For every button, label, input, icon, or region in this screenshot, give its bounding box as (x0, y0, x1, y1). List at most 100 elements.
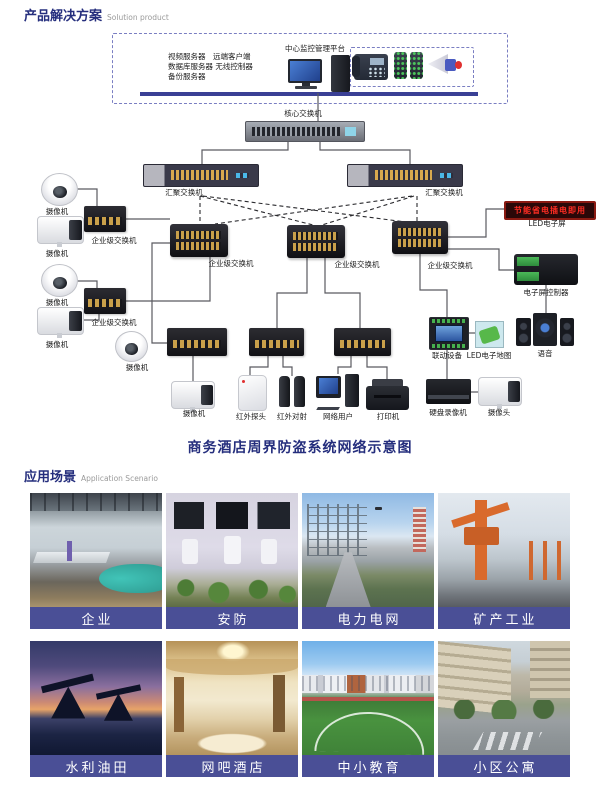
section-application-header: 应用场景 Application Scenario (24, 466, 158, 485)
camera-label: 摄像机 (45, 207, 69, 216)
switch-ports (254, 339, 299, 349)
phone-handset (352, 56, 360, 77)
scenario-tile-education: 中小教育 (302, 641, 434, 777)
enterprise-switch-small-2 (84, 288, 126, 314)
agg-switch-right-label: 汇聚交换机 (425, 188, 463, 197)
printer-top (372, 379, 403, 388)
section-product-header: 产品解决方案 Solution product (24, 5, 169, 24)
megaphone-icon (428, 50, 462, 80)
access-switch-8port-2 (334, 328, 391, 356)
platform-dashed-box (112, 33, 508, 104)
diagram-caption: 商务酒店周界防盗系统网络示意图 (187, 440, 413, 456)
ir-tower (293, 376, 306, 408)
printer-slot (373, 394, 402, 398)
enterprise-switch-small-1 (84, 206, 126, 232)
scenario-tile-power-grid: 电力电网 (302, 493, 434, 629)
drone-dot (374, 506, 382, 510)
led-map-label: LED电子地图 (466, 351, 512, 360)
bullet-camera-icon (171, 381, 215, 413)
monitor-base (295, 86, 317, 89)
camera-label: 摄像机 (125, 363, 149, 372)
bullet-camera-icon (478, 377, 522, 410)
scenario-label: 企业 (30, 607, 162, 629)
speakers-icon (516, 313, 574, 346)
dvr-icon (426, 379, 471, 404)
terminal-strip (432, 318, 466, 323)
enterprise-switch-large-1 (170, 224, 228, 257)
power-tower (412, 506, 427, 553)
camera-lens (200, 385, 214, 405)
bullet-camera-icon (37, 307, 84, 339)
scenario-photo-enterprise (30, 493, 162, 607)
controller-terminal (517, 257, 539, 267)
camera-mount (56, 242, 63, 248)
scenario-photo-education (302, 641, 434, 755)
led-map-icon (475, 321, 504, 348)
office-sofa (98, 563, 162, 594)
switch-ports (88, 216, 122, 225)
speaker-right (559, 317, 574, 346)
office-ceiling (30, 493, 162, 512)
switch-ports (375, 170, 433, 180)
scenario-tile-enterprise: 企业 (30, 493, 162, 629)
switch-ports (173, 339, 221, 349)
dvr-label: 硬盘录像机 (429, 408, 467, 417)
monitor-screen (290, 61, 320, 81)
monitor-screen (318, 378, 339, 395)
pir-detector-icon (238, 375, 267, 411)
scenario-label: 安防 (166, 607, 298, 629)
lobby-column (272, 675, 285, 733)
security-monitors (173, 502, 291, 530)
scenario-photo-apartment (438, 641, 570, 755)
screen-controller-icon (514, 254, 578, 285)
server-row: 备份服务器 (168, 72, 206, 81)
power-road (325, 552, 371, 607)
section-application-subtitle: Application Scenario (81, 474, 158, 483)
scenario-photo-security (166, 493, 298, 607)
scenario-label: 水利油田 (30, 755, 162, 777)
phone-keypad (368, 67, 385, 77)
scenario-label: 电力电网 (302, 607, 434, 629)
camera-head-label: 摄像头 (487, 408, 511, 417)
pumpjack-legs (103, 693, 133, 721)
camera-label: 摄像机 (45, 340, 69, 349)
agg-switch-left-label: 汇聚交换机 (165, 188, 203, 197)
scenario-label: 矿产工业 (438, 607, 570, 629)
network-lines (73, 92, 547, 393)
crane-cab (464, 527, 499, 546)
camera-mount (189, 407, 195, 413)
aggregation-switch-left (143, 164, 259, 187)
scenario-tile-mining: 矿产工业 (438, 493, 570, 629)
chandelier-glow (216, 641, 251, 662)
bushes (438, 700, 570, 719)
core-switch-device (245, 121, 365, 142)
switch-ports (88, 298, 122, 307)
linkage-label: 联动设备 (432, 351, 462, 360)
screen-controller-label: 电子屏控制器 (523, 288, 569, 297)
ir-tower (278, 376, 291, 408)
dome-camera-icon (41, 264, 78, 297)
lobby-column (173, 677, 185, 733)
megaphone-tip (455, 61, 462, 69)
megaphone-body (445, 59, 456, 71)
switch-ports (292, 242, 339, 252)
tower-icon (345, 374, 359, 408)
printer-body (366, 386, 409, 410)
monitor-stand (302, 83, 310, 86)
controller-terminal (517, 271, 539, 282)
enterprise-switch-large-3 (392, 221, 448, 254)
building-windows (302, 676, 434, 692)
enterprise-switch-label: 企业级交换机 (91, 318, 137, 327)
ir-beam-label: 红外对射 (277, 412, 307, 421)
pir-led (242, 380, 245, 383)
running-track (302, 696, 434, 702)
solid-links (73, 93, 547, 393)
switch-ports (175, 230, 222, 240)
dvr-strip (428, 394, 469, 399)
desk-phone-icon (352, 54, 388, 80)
enterprise-switch-label: 企业级交换机 (427, 261, 473, 270)
security-camera (261, 538, 277, 564)
management-computer-icon (288, 55, 350, 93)
server-row: 视频服务器 远端客户端 (168, 52, 251, 61)
dome-camera-icon (41, 173, 78, 206)
